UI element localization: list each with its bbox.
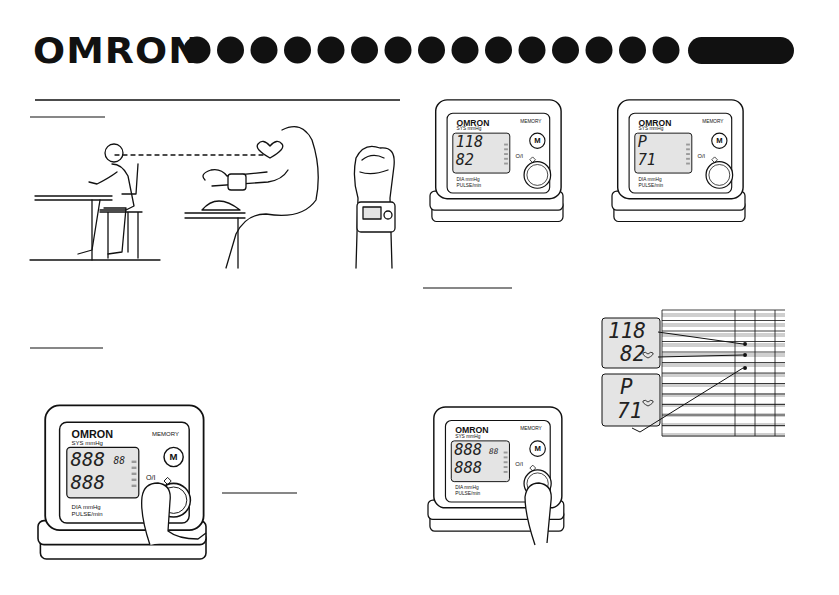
memory-label: MEMORY [152, 431, 179, 437]
diastolic-reading: 82 [620, 344, 645, 365]
brand-logo: OMRON [455, 426, 488, 435]
diastolic-reading: 888 [454, 461, 482, 477]
dia-unit-label: DIA mmHg [72, 504, 101, 510]
power-label: O/I [698, 154, 706, 160]
sys-unit-label: SYS mmHg [455, 435, 480, 440]
systolic-reading: P [638, 135, 647, 150]
pulse-reading: 71 [617, 401, 642, 422]
systolic-reading: 888 [454, 443, 482, 459]
brand-logo: OMRON [457, 119, 490, 128]
pulse-unit-label: PULSE/min [455, 492, 480, 497]
sys-unit-label: SYS mmHg [639, 127, 664, 132]
systolic-reading: 888 [70, 450, 105, 469]
brand-logo-header: OMRON [33, 33, 201, 69]
memory-label: MEMORY [520, 120, 541, 125]
pulse-unit-label: PULSE/min [639, 184, 664, 189]
power-label: O/I [146, 474, 156, 481]
pulse-unit-label: PULSE/min [72, 511, 103, 517]
systolic-reading: 118 [456, 135, 483, 150]
power-label: O/I [516, 154, 524, 160]
memory-number: 88 [489, 448, 498, 456]
memory-button-label: M [534, 445, 540, 453]
memory-button-label: M [170, 452, 178, 462]
diastolic-reading: 82 [456, 153, 474, 168]
dia-unit-label: DIA mmHg [639, 178, 662, 183]
systolic-reading: 118 [608, 321, 646, 342]
memory-button-label: M [716, 137, 722, 145]
dia-unit-label: DIA mmHg [455, 486, 478, 491]
memory-button-label: M [534, 137, 540, 145]
dia-unit-label: DIA mmHg [457, 178, 480, 183]
memory-label: MEMORY [702, 120, 723, 125]
sys-unit-label: SYS mmHg [72, 440, 103, 446]
power-label: O/I [515, 462, 523, 468]
pulse-unit-label: PULSE/min [457, 184, 482, 189]
pulse-indicator: P [620, 377, 633, 398]
diastolic-reading: 71 [638, 153, 656, 168]
memory-number: 88 [114, 456, 126, 466]
memory-label: MEMORY [520, 427, 542, 432]
diastolic-reading: 888 [70, 473, 105, 492]
sys-unit-label: SYS mmHg [457, 127, 482, 132]
brand-logo: OMRON [639, 119, 672, 128]
brand-logo: OMRON [72, 429, 113, 440]
